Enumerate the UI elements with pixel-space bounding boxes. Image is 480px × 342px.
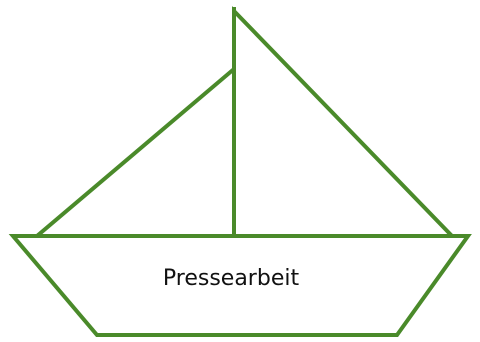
right-sail xyxy=(234,11,452,236)
hull-label: Pressearbeit xyxy=(163,266,300,291)
left-sail xyxy=(37,69,234,236)
